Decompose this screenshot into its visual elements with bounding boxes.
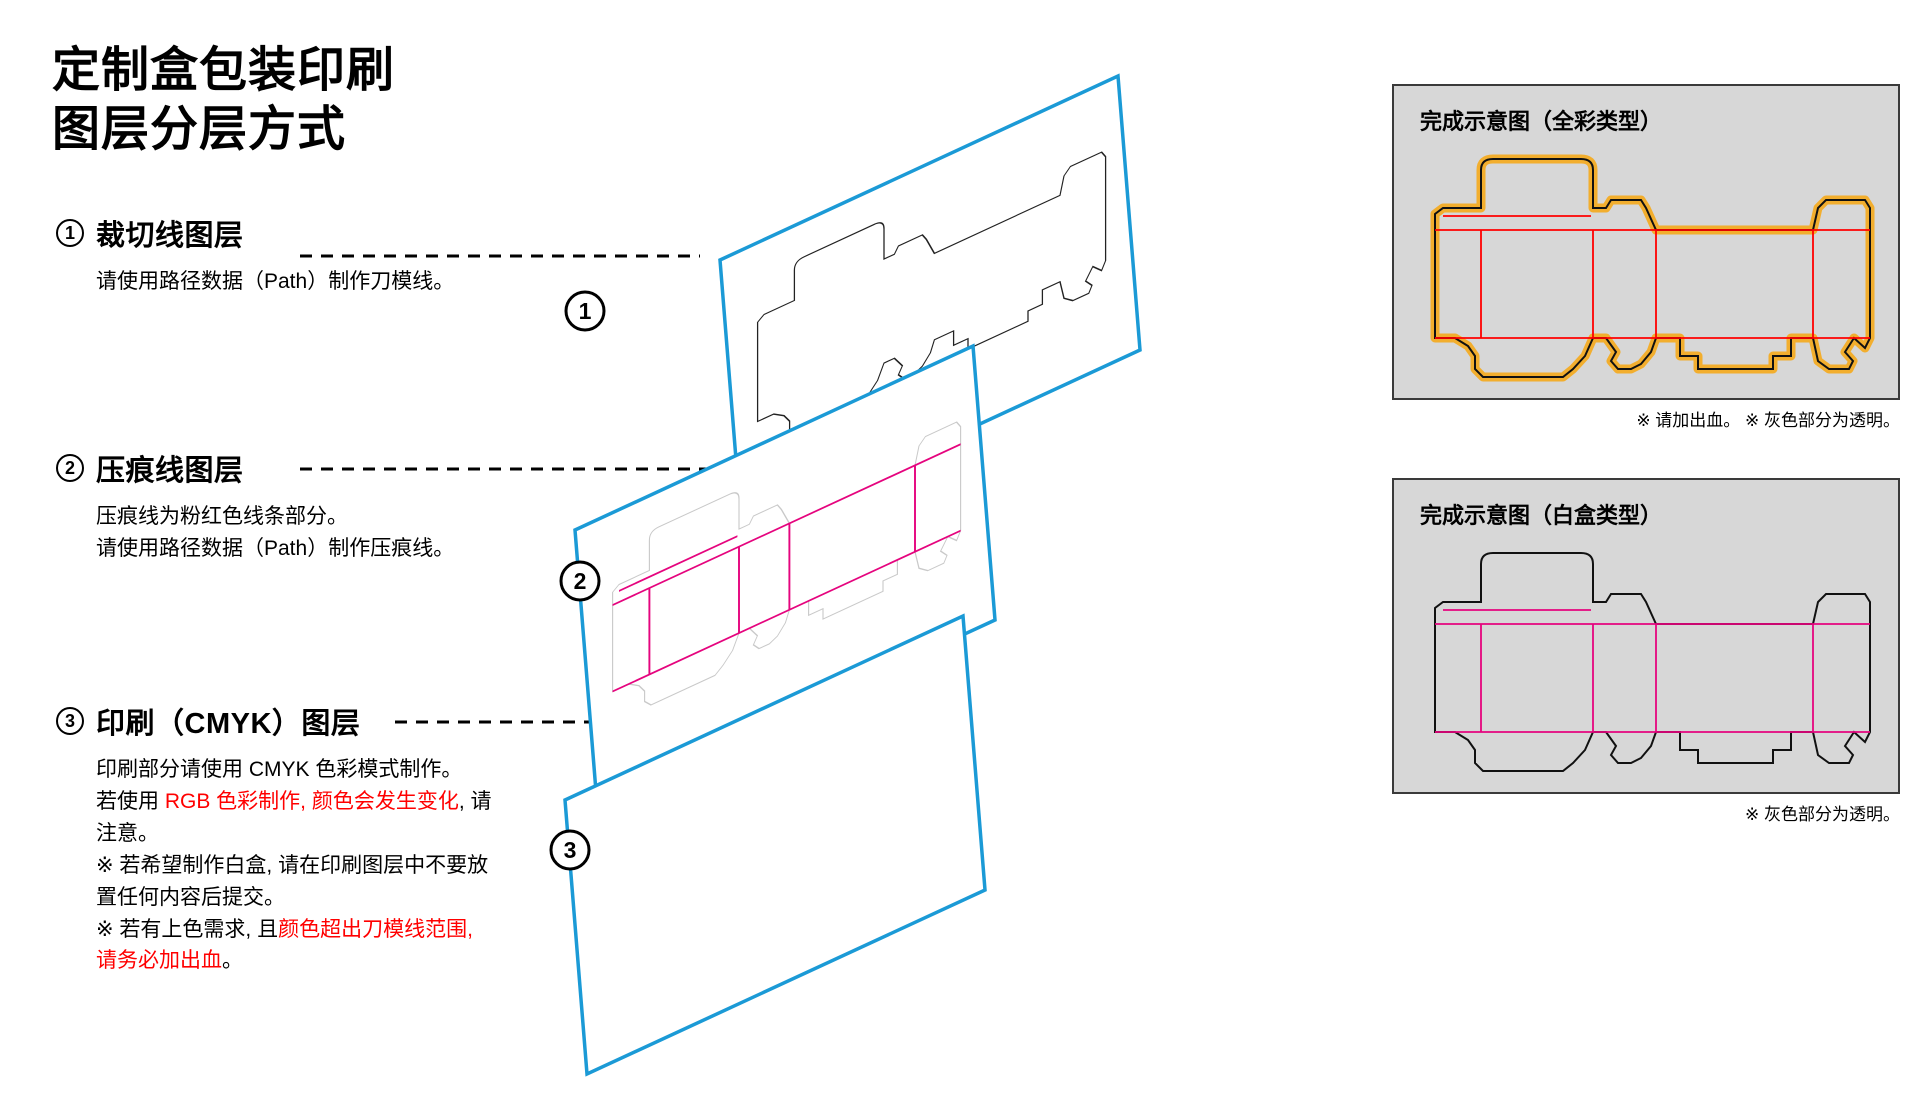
section-1-title: 裁切线图层 xyxy=(96,220,244,252)
section-print-cmyk-layer: 3 印刷（CMYK）图层 印刷部分请使用 CMYK 色彩模式制作。 若使用 RG… xyxy=(56,700,492,977)
section-3-body-run: 印刷部分请使用 CMYK 色彩模式制作。 若使用 xyxy=(96,758,463,813)
circle-number-1-icon: 1 xyxy=(56,219,84,247)
section-3-body-run: RGB 色彩制作, 颜色会发生变化 xyxy=(164,789,459,813)
layer-marker-1: 1 xyxy=(564,290,606,332)
layer-marker-1-label: 1 xyxy=(579,298,592,324)
panel-full-color-note: ※ 请加出血。 ※ 灰色部分为透明。 xyxy=(1636,411,1900,430)
panel-white-box-title: 完成示意图（白盒类型） xyxy=(1420,503,1663,528)
dieline-full-color xyxy=(1408,144,1888,392)
panel-full-color-title: 完成示意图（全彩类型） xyxy=(1420,109,1663,134)
section-crease-line-layer: 2 压痕线图层 压痕线为粉红色线条部分。 请使用路径数据（Path）制作压痕线。 xyxy=(56,447,454,565)
leader-line-1 xyxy=(300,254,700,258)
section-3-body-run: , 请 注意。 ※ 若希望制作白盒, 请在印刷图层中不要放 置任何内容后提交。 … xyxy=(96,789,492,941)
panel-full-color: 完成示意图（全彩类型） xyxy=(1392,84,1900,400)
section-2-body: 压痕线为粉红色线条部分。 请使用路径数据（Path）制作压痕线。 xyxy=(96,505,455,560)
panel-white-box: 完成示意图（白盒类型） xyxy=(1392,478,1900,794)
page-title: 定制盒包装印刷 图层分层方式 xyxy=(52,42,395,159)
cut-line-white-box xyxy=(1434,552,1871,772)
section-3-body-run: 颜色超出刀模线范围, 请务必加出血 xyxy=(96,917,473,973)
section-2-header: 2 压痕线图层 xyxy=(56,447,454,489)
layer-marker-3-label: 3 xyxy=(564,837,577,863)
circle-number-2-icon: 2 xyxy=(56,454,84,482)
layer-plane-2: 2 xyxy=(559,343,997,807)
section-3-header: 3 印刷（CMYK）图层 xyxy=(56,700,492,742)
layer-stack-illustration: 1 2 3 xyxy=(549,73,1142,1077)
section-2-title: 压痕线图层 xyxy=(96,455,244,487)
dieline-white-box xyxy=(1434,552,1871,772)
layer-marker-2: 2 xyxy=(559,560,601,602)
layer-marker-2-label: 2 xyxy=(574,568,587,594)
layer-plane-3: 3 xyxy=(549,613,987,1077)
page-title-line1: 定制盒包装印刷 xyxy=(52,44,396,97)
section-3-body: 印刷部分请使用 CMYK 色彩模式制作。 若使用 RGB 色彩制作, 颜色会发生… xyxy=(96,754,492,977)
section-3-title: 印刷（CMYK）图层 xyxy=(96,708,361,740)
section-cut-line-layer: 1 裁切线图层 请使用路径数据（Path）制作刀模线。 xyxy=(56,212,454,298)
section-3-body-run: 。 xyxy=(222,949,243,973)
page-title-line2: 图层分层方式 xyxy=(52,102,347,156)
layer-marker-3: 3 xyxy=(549,829,591,871)
circle-number-3-icon: 3 xyxy=(56,707,84,735)
crease-line-white-box xyxy=(1434,609,1871,733)
bleed-halo-full-color xyxy=(1435,159,1870,377)
panel-white-box-note: ※ 灰色部分为透明。 xyxy=(1745,805,1900,824)
section-1-header: 1 裁切线图层 xyxy=(56,212,454,254)
section-1-body: 请使用路径数据（Path）制作刀模线。 xyxy=(96,270,455,293)
